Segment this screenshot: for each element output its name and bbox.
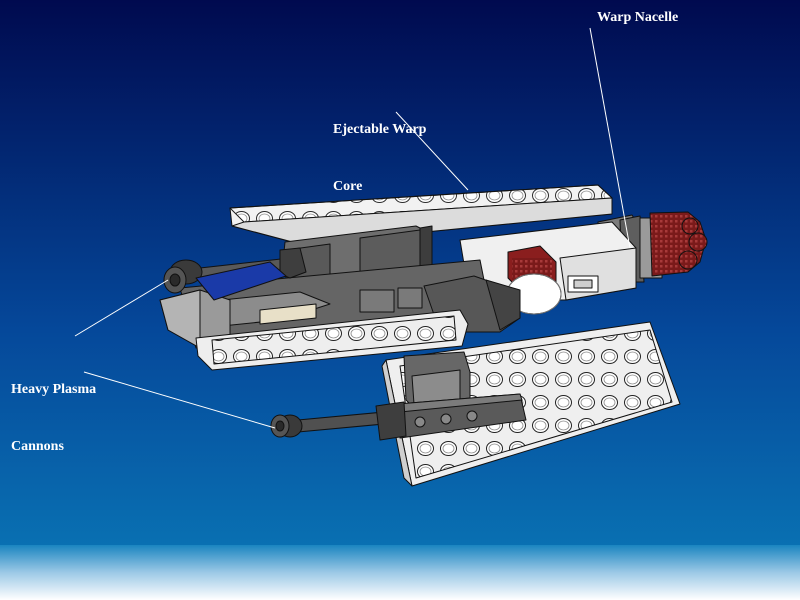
lower-plasma-cannon bbox=[270, 401, 407, 441]
lower-cannon-mount bbox=[397, 351, 527, 439]
warp-core-label: Ejectable Warp Core bbox=[333, 82, 426, 234]
warp-core-leader-line bbox=[395, 111, 469, 191]
upper-plasma-cannon bbox=[163, 247, 307, 301]
plasma-cannons-label-line-1: Heavy Plasma bbox=[11, 382, 97, 397]
ejectable-warp-core bbox=[506, 245, 562, 315]
spaceship bbox=[159, 184, 708, 487]
plasma-cannons-leader-line-upper bbox=[74, 279, 169, 337]
callout-lines bbox=[74, 27, 631, 429]
horizon-haze bbox=[0, 545, 800, 600]
lower-side-plate bbox=[195, 309, 469, 371]
plasma-cannons-label: Heavy Plasma Cannons bbox=[11, 342, 96, 494]
warp-core-label-line-1: Ejectable Warp bbox=[333, 122, 427, 137]
warp-core-label-line-2: Core bbox=[333, 179, 363, 194]
warp-nacelle-label: Warp Nacelle bbox=[597, 10, 679, 25]
warp-nacelle-leader-line bbox=[589, 27, 631, 249]
plasma-cannons-leader-line-lower bbox=[83, 371, 276, 429]
upper-wing-plate bbox=[229, 184, 613, 245]
plasma-cannons-label-line-2: Cannons bbox=[11, 439, 64, 454]
